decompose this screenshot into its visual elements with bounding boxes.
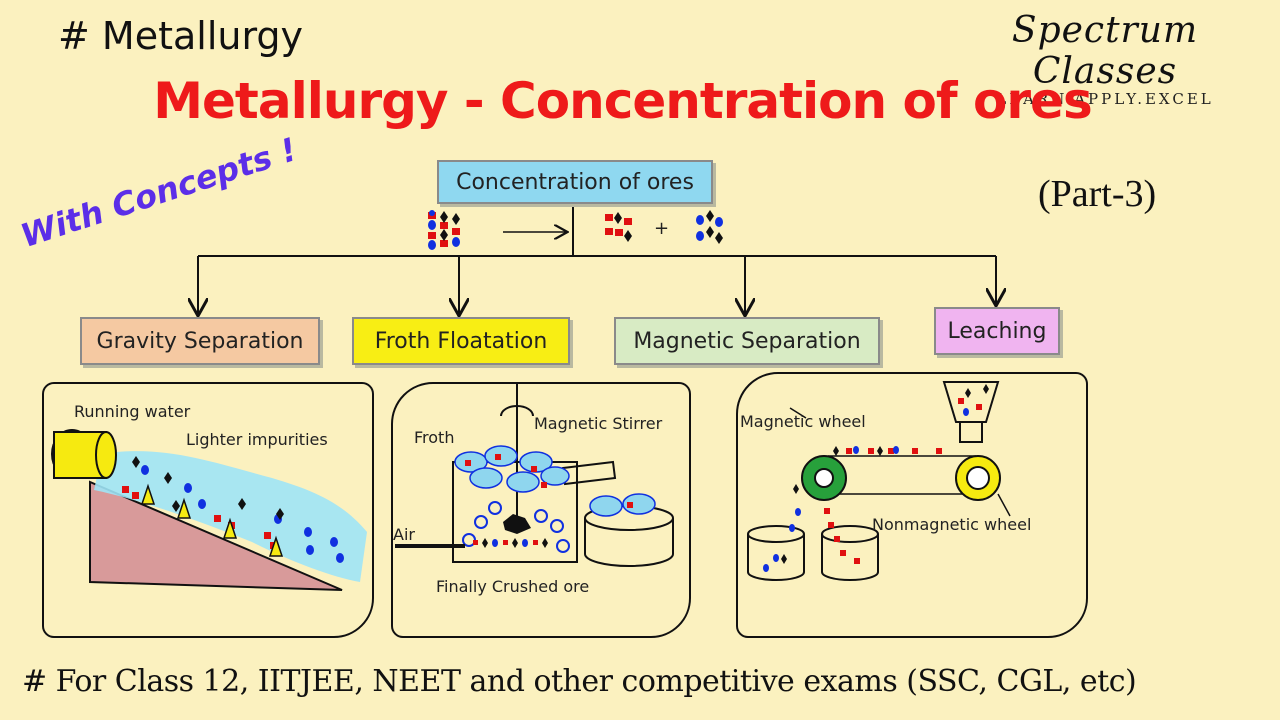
root-box: Concentration of ores <box>437 160 713 204</box>
plus-sign: + <box>654 218 670 239</box>
brand-logo: Spectrum Classes LEARN.APPLY.EXCEL <box>955 10 1255 108</box>
brand-tagline: LEARN.APPLY.EXCEL <box>996 90 1214 108</box>
brand-name: Spectrum Classes <box>1011 10 1199 92</box>
footer-note: # For Class 12, IITJEE, NEET and other c… <box>22 664 1137 699</box>
ore-mixture-icon <box>428 210 460 250</box>
method-froth-floatation: Froth Floatation <box>352 317 570 365</box>
gravity-illustration <box>51 429 367 591</box>
ore-concentrate-icon <box>605 212 632 242</box>
froth-label: Froth <box>414 428 455 447</box>
nonmagnetic-wheel-label: Nonmagnetic wheel <box>872 515 1032 534</box>
magnetic-wheel-label: Magnetic wheel <box>740 412 866 431</box>
crushed-ore-label: Finally Crushed ore <box>436 577 590 596</box>
page-title: Metallurgy - Concentration of ores <box>153 72 1092 130</box>
magnetic-separation-panel <box>736 372 1088 638</box>
method-magnetic-separation: Magnetic Separation <box>614 317 880 365</box>
froth-illustration <box>395 382 674 567</box>
method-gravity-separation: Gravity Separation <box>80 317 320 365</box>
gangue-icon <box>696 210 723 244</box>
magnetic-stirrer-label: Magnetic Stirrer <box>534 414 663 433</box>
air-label: Air <box>393 525 415 544</box>
part-label: (Part-3) <box>1038 173 1157 215</box>
magnetic-illustration <box>747 381 1011 581</box>
topic-heading: # Metallurgy <box>58 14 304 58</box>
method-leaching: Leaching <box>934 307 1060 355</box>
lighter-impurities-label: Lighter impurities <box>186 430 328 449</box>
running-water-label: Running water <box>74 402 191 421</box>
